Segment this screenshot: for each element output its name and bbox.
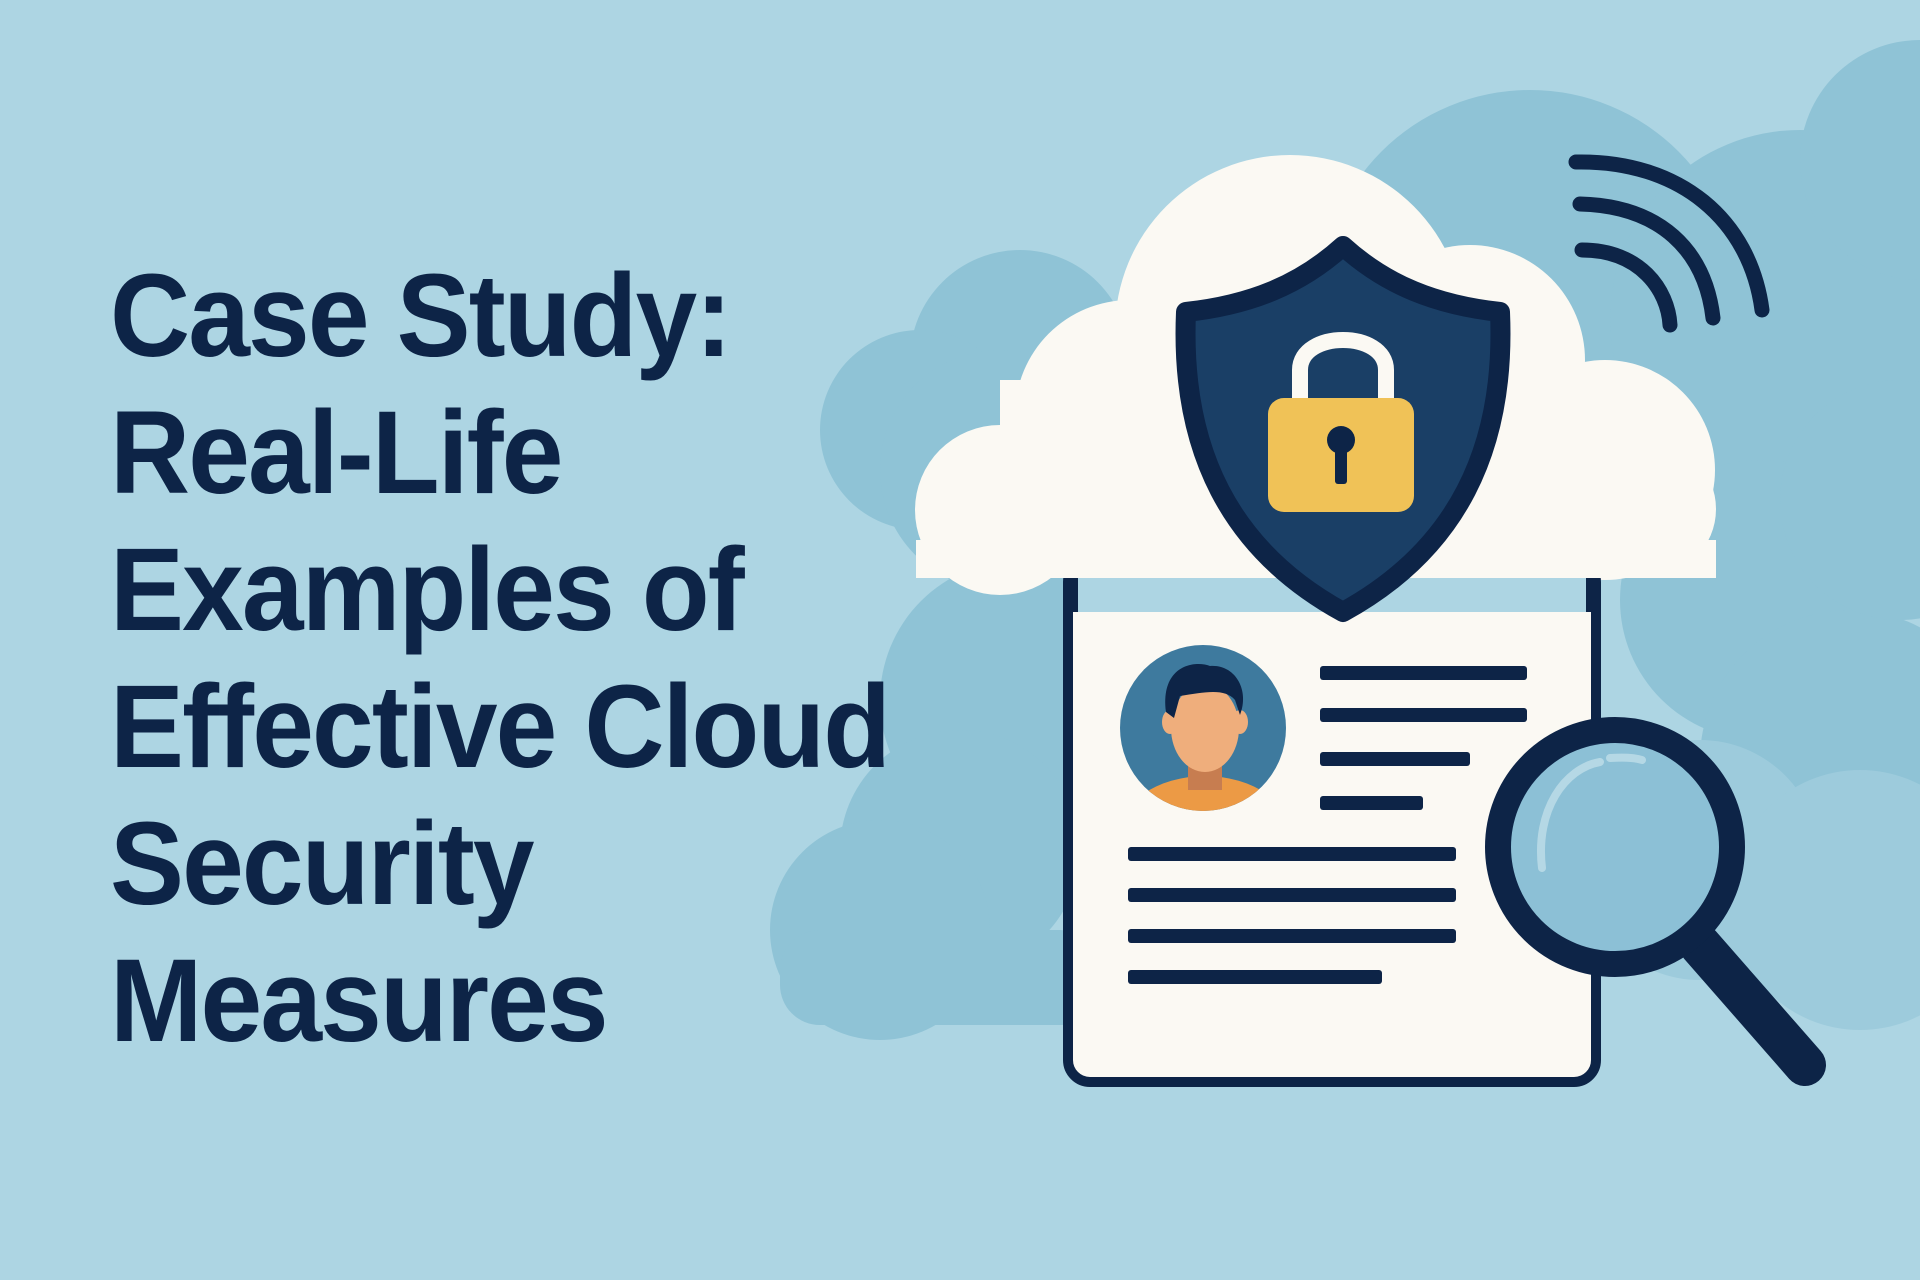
title-line-3: Examples of [110, 524, 745, 656]
title-line-2: Real-Life [110, 387, 563, 519]
document-text-lines [1128, 666, 1527, 984]
signal-waves-icon [1568, 154, 1770, 333]
title-line-6: Measures [110, 935, 609, 1067]
title-line-5: Security [110, 798, 535, 930]
padlock-icon [1268, 332, 1414, 512]
title-line-1: Case Study: [110, 250, 732, 382]
title-line-4: Effective Cloud [110, 661, 891, 793]
page-title: Case Study: Real-Life Examples of Effect… [110, 248, 891, 1070]
magnifying-glass-icon [1485, 717, 1826, 1086]
